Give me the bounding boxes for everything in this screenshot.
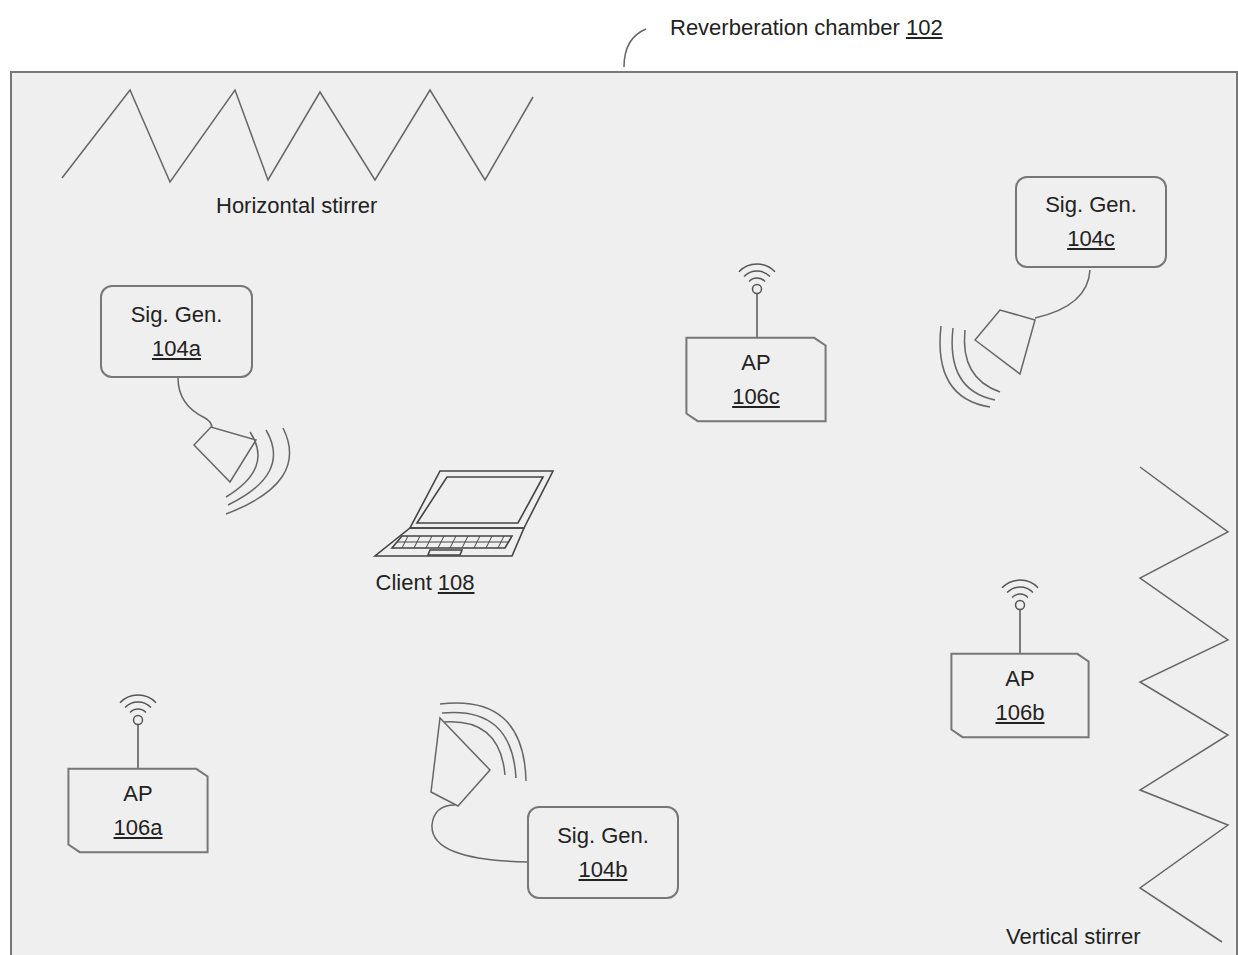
signal-generator-box: Sig. Gen.104c [1015, 176, 1167, 268]
reference-number: 106c [732, 380, 780, 414]
radiated-wave [444, 722, 505, 775]
reference-number: 104a [152, 332, 201, 366]
antenna-tip [1016, 601, 1025, 610]
access-point-box: AP106c [685, 337, 827, 422]
access-point-shape [951, 654, 1088, 737]
radiated-wave [940, 326, 990, 407]
reference-number: 102 [906, 15, 943, 40]
signal-cable [178, 378, 212, 428]
stirrer-label: Horizontal stirrer [213, 192, 380, 220]
reference-number: 106a [114, 811, 163, 845]
reference-number: 104b [579, 853, 628, 887]
laptop-display [417, 477, 543, 523]
wireless-wave [739, 264, 775, 272]
access-point-shape [68, 769, 207, 852]
antenna-mast [137, 725, 139, 768]
client-laptop: Client108 [355, 465, 555, 600]
antenna-tip [134, 716, 143, 725]
antenna-tip [753, 285, 762, 294]
laptop-key [397, 542, 509, 543]
reverberation-chamber: Reverberation chamber102Sig. Gen.104cSig… [10, 71, 1238, 955]
radiated-wave [226, 432, 258, 497]
part-name: Sig. Gen. [131, 298, 223, 332]
illustration-group [62, 29, 1228, 942]
signal-cable [432, 805, 527, 862]
wireless-wave [1007, 587, 1033, 593]
wireless-wave [1012, 594, 1028, 597]
leader-line [624, 29, 646, 67]
signal-generator-box: Sig. Gen.104a [100, 285, 253, 378]
wireless-wave [1002, 580, 1038, 588]
wireless-wave [749, 278, 765, 281]
signal-cable [1035, 270, 1090, 318]
laptop-base [375, 528, 524, 556]
wireless-wave [130, 709, 146, 712]
part-name: AP [123, 777, 152, 811]
signal-generator-box: Sig. Gen.104b [527, 806, 679, 899]
access-point-box: AP106b [950, 653, 1090, 738]
laptop-icon [355, 465, 555, 560]
laptop-screen [410, 471, 553, 528]
wireless-wave [744, 271, 770, 277]
reference-number: 104c [1067, 222, 1115, 256]
access-point-shape [686, 338, 825, 421]
reference-number: 106b [996, 696, 1045, 730]
radiated-wave [442, 712, 516, 778]
part-name: Reverberation chamber [670, 15, 900, 40]
wireless-wave [125, 702, 151, 708]
radiated-wave [952, 328, 995, 400]
horn-antenna [431, 718, 490, 806]
radiated-wave [964, 330, 1000, 392]
horizontal-stirrer [62, 90, 533, 182]
radiated-wave [226, 428, 290, 514]
laptop-keyboard [392, 536, 512, 548]
vertical-stirrer [1140, 467, 1228, 942]
radiated-wave [440, 703, 526, 781]
part-name: Sig. Gen. [1045, 188, 1137, 222]
chamber-title: Reverberation chamber102 [670, 11, 943, 45]
access-point-box: AP106a [67, 768, 209, 853]
horn-antenna [194, 427, 256, 482]
radiated-wave [228, 430, 274, 505]
client-label: Client108 [355, 566, 495, 600]
laptop-trackpad [428, 550, 462, 555]
part-name: Sig. Gen. [557, 819, 649, 853]
stirrer-label: Vertical stirrer [1003, 923, 1143, 951]
horn-antenna [975, 310, 1035, 374]
part-name: AP [741, 346, 770, 380]
part-name: AP [1005, 662, 1034, 696]
antenna-mast [1019, 610, 1021, 653]
reference-number: 108 [438, 570, 475, 595]
antenna-mast [756, 294, 758, 337]
wireless-wave [120, 695, 156, 703]
part-name: Client [376, 570, 432, 595]
